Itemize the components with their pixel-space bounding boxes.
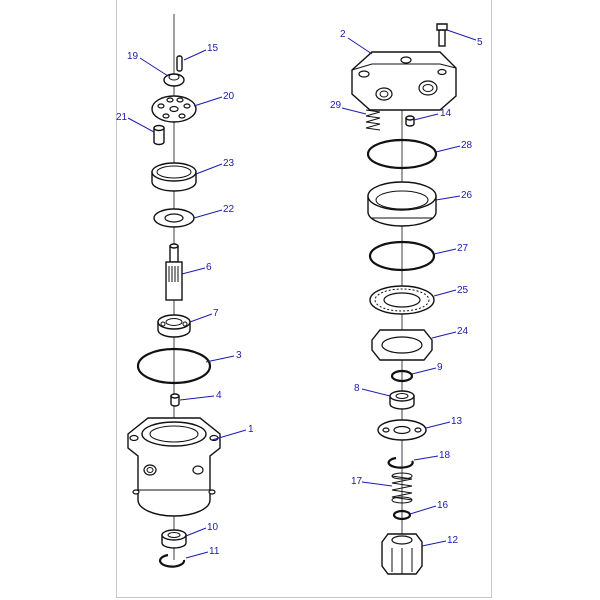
part-23-ring: [151, 162, 197, 192]
label-27: 27: [457, 243, 469, 254]
part-16-o-ring: [392, 509, 412, 521]
label-20: 20: [223, 91, 235, 102]
leader-lines: [127, 29, 477, 559]
part-15-pin: [176, 55, 183, 72]
label-11: 11: [209, 546, 220, 557]
part-8-bearing: [389, 390, 415, 410]
label-26: 26: [461, 190, 473, 201]
label-13: 13: [451, 416, 463, 427]
label-16: 16: [437, 500, 449, 511]
part-2-valve-body: [351, 51, 457, 111]
part-21-bushing: [153, 124, 165, 146]
label-28: 28: [461, 140, 473, 151]
part-14-pin: [405, 115, 415, 127]
part-4-pin: [170, 393, 180, 407]
label-24: 24: [457, 326, 469, 337]
label-12: 12: [447, 535, 459, 546]
part-11-snap-ring: [158, 553, 186, 568]
label-22: 22: [223, 204, 235, 215]
part-10-collar: [161, 529, 187, 549]
part-1-housing: [127, 417, 221, 517]
label-5: 5: [477, 37, 483, 48]
label-2: 2: [340, 29, 346, 40]
label-19: 19: [127, 51, 139, 62]
label-25: 25: [457, 285, 469, 296]
label-9: 9: [437, 362, 443, 373]
part-29-spring: [365, 109, 381, 131]
part-17-spring: [391, 472, 413, 504]
part-5-bolt: [436, 23, 448, 47]
part-12-cap: [381, 533, 423, 575]
label-10: 10: [207, 522, 219, 533]
part-26-retainer: [367, 181, 437, 227]
part-13-valve-plate: [377, 419, 427, 441]
part-27-o-ring: [368, 240, 436, 272]
label-6: 6: [206, 262, 212, 273]
part-6-shaft: [165, 243, 183, 301]
label-14: 14: [440, 108, 452, 119]
part-7-bearing: [157, 314, 191, 338]
diagram-frame: [116, 0, 492, 598]
part-3-o-ring: [136, 347, 212, 385]
part-19-washer: [163, 73, 185, 87]
label-1: 1: [248, 424, 254, 435]
label-17: 17: [351, 476, 363, 487]
label-4: 4: [216, 390, 222, 401]
label-15: 15: [207, 43, 219, 54]
label-21: 21: [116, 112, 128, 123]
label-3: 3: [236, 350, 242, 361]
label-7: 7: [213, 308, 219, 319]
part-25-friction-plate: [369, 285, 435, 315]
label-29: 29: [330, 100, 342, 111]
part-28-o-ring: [366, 138, 438, 170]
part-24-separator-plate: [371, 329, 433, 361]
part-22-washer: [153, 208, 195, 228]
part-18-snap-ring: [387, 456, 414, 469]
label-18: 18: [439, 450, 451, 461]
part-20-plate: [151, 95, 197, 123]
part-9-o-ring: [390, 369, 414, 383]
label-8: 8: [354, 383, 360, 394]
label-23: 23: [223, 158, 235, 169]
